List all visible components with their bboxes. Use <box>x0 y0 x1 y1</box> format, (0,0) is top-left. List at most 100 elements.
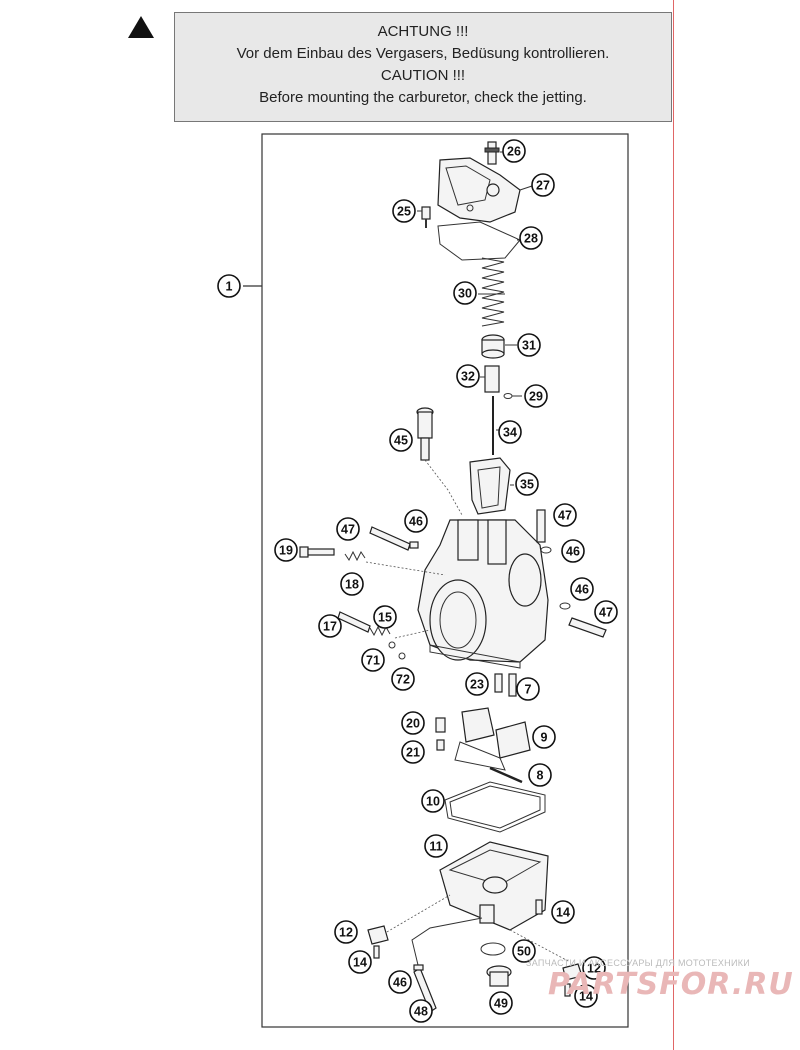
watermark: ЗАПЧАСТИ И АКСЕССУАРЫ ДЛЯ МОТОТЕХНИКИ PA… <box>478 958 798 1002</box>
callout-19: 19 <box>274 538 298 562</box>
part-spring-seat <box>481 334 505 359</box>
callout-12: 12 <box>334 920 358 944</box>
part-bracket-screw-left <box>373 945 380 959</box>
part-slide-spring <box>481 257 505 327</box>
part-bracket-right <box>562 963 583 981</box>
part-air-screw <box>299 546 335 558</box>
part-vent-hose-path <box>411 917 483 966</box>
assembly-frame <box>261 133 629 1028</box>
callout-14: 14 <box>551 900 575 924</box>
callout-45: 45 <box>389 428 413 452</box>
caution-line-en-text: Before mounting the carburetor, check th… <box>259 89 587 106</box>
callout-29: 29 <box>524 384 548 408</box>
watermark-brand: PARTSFOR.RU <box>548 967 794 1002</box>
svg-text:7: 7 <box>525 683 532 697</box>
part-main-jet <box>508 673 517 697</box>
callout-23: 23 <box>465 672 489 696</box>
part-hose-clip <box>413 964 424 971</box>
part-throttle-stop-screw <box>337 611 371 633</box>
callout-12: 12 <box>582 956 606 980</box>
part-pilot-jet <box>494 673 503 693</box>
part-clip-left <box>409 541 419 549</box>
callout-72: 72 <box>391 667 415 691</box>
svg-text:18: 18 <box>345 578 359 592</box>
callout-28: 28 <box>519 226 543 250</box>
svg-text:32: 32 <box>461 370 475 384</box>
part-float-bowl-gasket-inner <box>449 785 541 829</box>
callout-46: 46 <box>561 539 585 563</box>
callout-27: 27 <box>531 173 555 197</box>
callout-20: 20 <box>401 711 425 735</box>
callout-25: 25 <box>392 199 416 223</box>
part-float-valve-seat <box>436 739 445 751</box>
callout-46: 46 <box>404 509 428 533</box>
svg-text:20: 20 <box>406 717 420 731</box>
svg-text:1: 1 <box>226 280 233 294</box>
callout-30: 30 <box>453 281 477 305</box>
svg-text:25: 25 <box>397 205 411 219</box>
callout-14: 14 <box>574 984 598 1008</box>
callout-47: 47 <box>336 517 360 541</box>
callout-35: 35 <box>515 472 539 496</box>
part-clip-lower-right <box>559 602 571 610</box>
part-idle-adjust-screw <box>416 407 463 516</box>
part-cover-screw <box>421 206 431 228</box>
part-carb-body <box>417 519 549 669</box>
leader-air-screw <box>365 561 446 576</box>
part-pin-upper-right <box>536 509 546 543</box>
part-o-ring-small <box>398 652 406 660</box>
callout-11: 11 <box>424 834 448 858</box>
svg-text:34: 34 <box>503 426 517 440</box>
part-drain-o-ring <box>480 942 506 956</box>
svg-text:26: 26 <box>507 145 521 159</box>
callout-47: 47 <box>553 503 577 527</box>
part-bracket-left <box>367 925 389 945</box>
callout-10: 10 <box>421 789 445 813</box>
callout-34: 34 <box>498 420 522 444</box>
part-float-bowl <box>439 841 549 931</box>
part-carb-top-cover <box>437 157 521 223</box>
callout-49: 49 <box>489 991 513 1015</box>
svg-text:23: 23 <box>470 678 484 692</box>
callout-26: 26 <box>502 139 526 163</box>
callout-9: 9 <box>532 725 556 749</box>
callout-71: 71 <box>361 648 385 672</box>
svg-text:27: 27 <box>536 179 550 193</box>
svg-text:46: 46 <box>575 583 589 597</box>
part-float <box>454 707 531 771</box>
svg-text:10: 10 <box>426 795 440 809</box>
warning-triangle-icon <box>128 16 154 38</box>
callout-47: 47 <box>594 600 618 624</box>
svg-text:35: 35 <box>520 478 534 492</box>
svg-text:15: 15 <box>378 611 392 625</box>
callout-15: 15 <box>373 605 397 629</box>
part-air-screw-spring <box>344 550 366 562</box>
svg-text:30: 30 <box>458 287 472 301</box>
callout-32: 32 <box>456 364 480 388</box>
svg-text:28: 28 <box>524 232 538 246</box>
svg-text:47: 47 <box>558 509 572 523</box>
caution-line-de-text: Vor dem Einbau des Vergasers, Bedüsung k… <box>236 45 610 62</box>
part-needle-clip <box>503 393 513 399</box>
part-bracket-screw-right <box>564 983 571 997</box>
svg-text:14: 14 <box>556 906 570 920</box>
callout-17: 17 <box>318 614 342 638</box>
part-pin-lower-right <box>568 617 607 638</box>
part-bowl-screw-right <box>535 899 543 915</box>
part-float-bowl-gasket <box>444 781 546 833</box>
svg-text:46: 46 <box>409 515 423 529</box>
callout-8: 8 <box>528 763 552 787</box>
svg-text:9: 9 <box>541 731 548 745</box>
svg-text:12: 12 <box>339 926 353 940</box>
svg-text:45: 45 <box>394 434 408 448</box>
callout-31: 31 <box>517 333 541 357</box>
part-pin-left <box>369 526 411 551</box>
callout-46: 46 <box>570 577 594 601</box>
svg-text:46: 46 <box>566 545 580 559</box>
callout-48: 48 <box>409 999 433 1023</box>
watermark-subtitle: ЗАПЧАСТИ И АКСЕССУАРЫ ДЛЯ МОТОТЕХНИКИ <box>525 958 751 968</box>
callout-46: 46 <box>388 970 412 994</box>
svg-text:31: 31 <box>522 339 536 353</box>
svg-text:11: 11 <box>429 840 442 854</box>
